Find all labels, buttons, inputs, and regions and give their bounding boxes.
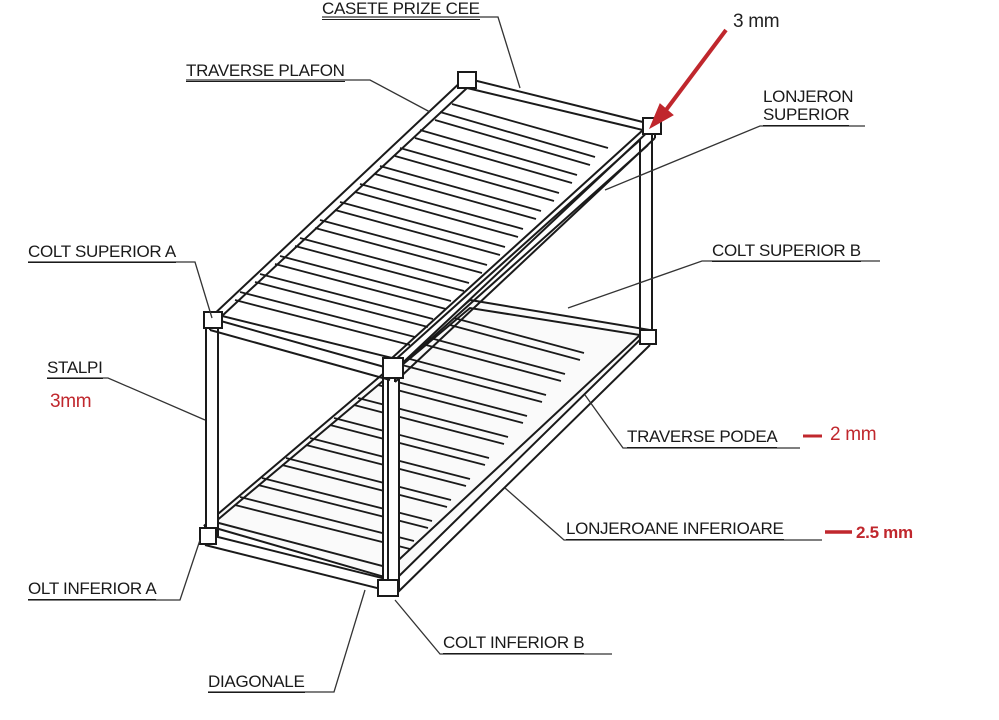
dim-top-corner: 3 mm — [733, 11, 780, 32]
red-arrow-head — [648, 103, 674, 130]
leader-lonjeron-superior — [604, 125, 865, 191]
leader-colt-sup-a — [28, 261, 213, 319]
corner-casting-bottom-a — [199, 527, 217, 545]
label-colt-inferior-b: COLT INFERIOR B — [443, 633, 585, 654]
dim-lonjeroane-inferioare: 2.5 mm — [856, 523, 913, 542]
leader-traverse-podea — [584, 394, 800, 449]
dim-traverse-podea: 2 mm — [830, 424, 877, 445]
corner-casting-top-rear — [457, 71, 477, 89]
label-traverse-podea: TRAVERSE PODEA — [627, 427, 778, 448]
corner-casting-bottom-b — [377, 579, 399, 597]
floor-crossmembers — [234, 317, 585, 550]
corner-casting-top-b — [382, 357, 404, 379]
leader-traverse-plafon — [186, 79, 431, 113]
leader-colt-inf-b — [394, 599, 612, 655]
label-colt-superior-b: COLT SUPERIOR B — [712, 241, 861, 262]
leader-lonjeroane — [504, 487, 822, 541]
floor-frame — [202, 298, 653, 596]
leader-colt-inf-a — [28, 539, 201, 601]
corner-casting-bottom-right — [639, 329, 657, 345]
label-traverse-plafon: TRAVERSE PLAFON — [186, 61, 345, 82]
leader-colt-sup-b — [567, 260, 880, 309]
label-lonjeron-superior-line2: SUPERIOR — [763, 105, 850, 126]
label-casete-prize-cee: CASETE PRIZE CEE — [322, 0, 480, 20]
label-colt-superior-a: COLT SUPERIOR A — [28, 242, 176, 263]
red-arrow-shaft — [658, 28, 728, 120]
dim-stalpi: 3mm — [50, 391, 92, 412]
dimension-markers — [648, 28, 852, 534]
label-diagonale: DIAGONALE — [208, 672, 305, 693]
ceiling-crossmembers — [234, 103, 609, 346]
corner-castings — [199, 71, 662, 597]
label-lonjeron-superior-line1: LONJERON — [763, 87, 854, 106]
corner-casting-top-a — [203, 311, 223, 329]
label-lonjeroane-inferioare: LONJEROANE INFERIOARE — [566, 519, 784, 540]
label-colt-inferior-a: OLT INFERIOR A — [28, 579, 157, 600]
label-stalpi: STALPI — [47, 358, 103, 379]
leader-casete — [322, 16, 521, 89]
